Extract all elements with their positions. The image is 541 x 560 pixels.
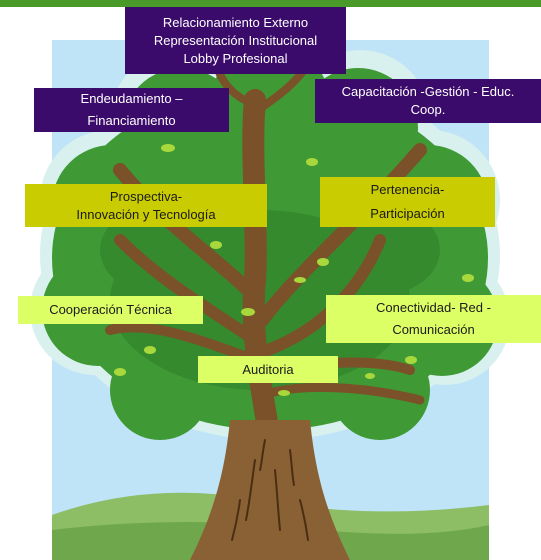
top-accent-bar [0,0,541,7]
training-line-2: Coop. [410,102,446,117]
training-line-1: Capacitación -Gestión - Educ. [341,84,515,99]
label-technical-cooperation: Cooperación Técnica [18,296,203,324]
bark-lines [231,439,309,541]
external-line-3: Lobby Profesional [183,50,288,66]
leaf-highlights [85,144,474,396]
label-external-relations: Relacionamiento Externo Representación I… [125,7,346,74]
label-audit: Auditoria [198,356,338,383]
external-line-2: Representación Institucional [153,32,318,48]
label-prospective-innovation: Prospectiva- Innovación y Tecnología [25,184,267,227]
label-training-management: Capacitación -Gestión - Educ. Coop. [315,79,541,123]
connectivity-line-1: Conectividad- Red - [376,300,491,315]
connectivity-line-2: Comunicación [392,322,475,337]
prospective-line-1: Prospectiva- [109,188,183,204]
trunk [190,420,350,560]
belonging-line-2: Participación [370,206,445,221]
audit-line-1: Auditoria [242,361,294,377]
debt-line-2: Financiamiento [87,113,176,128]
cooperation-line-1: Cooperación Técnica [49,302,172,317]
debt-line-1: Endeudamiento – [80,91,183,106]
label-connectivity-communication: Conectividad- Red - Comunicación [326,295,541,343]
belonging-line-1: Pertenencia- [370,182,445,197]
label-debt-financing: Endeudamiento – Financiamiento [34,88,229,132]
external-line-1: Relacionamiento Externo [162,14,309,30]
prospective-line-2: Innovación y Tecnología [76,206,216,222]
label-belonging-participation: Pertenencia- Participación [320,177,495,227]
